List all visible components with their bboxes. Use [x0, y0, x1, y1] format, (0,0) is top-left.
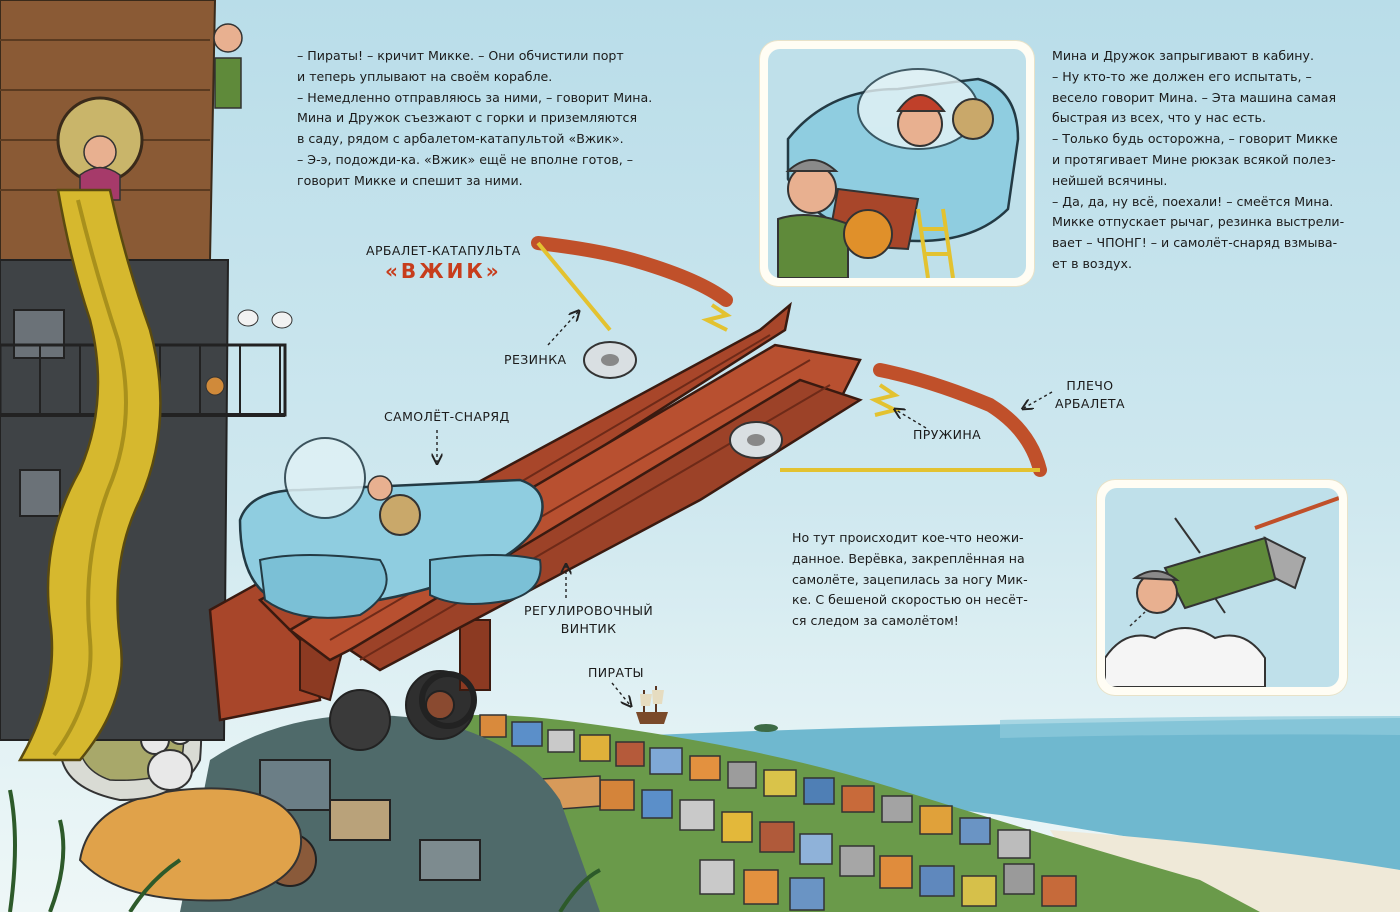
label-adjust-screw: Регулировочный винтик: [524, 602, 653, 638]
label-pirates: Пираты: [588, 665, 644, 680]
story-line: данное. Верёвка, закреплённая на: [792, 550, 1025, 566]
story-line: – Немедленно отправляюсь за ними, – гово…: [297, 89, 653, 105]
story-line: нейшей всячины.: [1052, 172, 1168, 188]
story-line: Мина и Дружок запрыгивают в кабину.: [1052, 48, 1314, 63]
label-arm-line2: арбалета: [1055, 396, 1125, 411]
inset-panel-flying: [1097, 480, 1347, 695]
story-paragraph-top-right: Мина и Дружок запрыгивают в кабину. – Ну…: [1052, 46, 1344, 275]
story-paragraph-top-left: – Пираты! – кричит Микке. – Они обчистил…: [297, 46, 652, 192]
orange-rock: [78, 787, 303, 902]
story-line: Мина и Дружок съезжают с горки и приземл…: [297, 110, 638, 126]
story-line: говорит Микке и спешит за ними.: [297, 172, 523, 188]
label-catapult-caption: Арбалет-катапульта: [366, 243, 521, 258]
story-line: весело говорит Мина. – Эта машина самая: [1052, 89, 1337, 105]
label-catapult: Арбалет-катапульта «Вжик»: [366, 242, 521, 283]
story-line: – Пираты! – кричит Микке. – Они обчистил…: [297, 48, 624, 63]
story-line: ет в воздух.: [1052, 255, 1132, 271]
story-line: – Ну кто-то же должен его испытать, –: [1052, 68, 1312, 84]
label-arm-line1: Плечо: [1066, 378, 1114, 393]
label-catapult-name: «Вжик»: [385, 259, 502, 283]
inset-flying-art: [1105, 488, 1339, 687]
story-line: в саду, рядом с арбалетом-катапультой «В…: [297, 131, 624, 147]
story-line: ке. С бешеной скоростью он несёт-: [792, 592, 1028, 608]
story-line: и теперь уплывают на своём корабле.: [297, 68, 553, 84]
slide: [17, 188, 162, 762]
story-line: и протягивает Мине рюкзак всякой полез-: [1052, 151, 1336, 167]
story-line: вает – ЧПОНГ! – и самолёт-снаряд взмыва-: [1052, 235, 1338, 251]
story-line: – Э-э, подожди-ка. «Вжик» ещё не вполне …: [297, 151, 634, 167]
inset-panel-cockpit: [760, 41, 1034, 286]
story-line: – Только будь осторожна, – говорит Микке: [1052, 131, 1338, 147]
pirate-ship: [636, 686, 668, 724]
story-line: самолёте, зацепилась за ногу Мик-: [792, 571, 1028, 587]
label-screw-line2: винтик: [560, 621, 617, 636]
story-paragraph-middle: Но тут происходит кое-что неожи- данное.…: [792, 528, 1028, 632]
story-line: – Да, да, ну всё, поехали! – смеётся Мин…: [1052, 193, 1334, 209]
inset-cockpit-art: [768, 49, 1026, 278]
plane-projectile: [238, 437, 544, 619]
story-line: быстрая из всех, что у нас есть.: [1052, 110, 1266, 126]
story-line: Микке отпускает рычаг, резинка выстрели-: [1052, 214, 1345, 230]
story-line: Но тут происходит кое-что неожи-: [792, 530, 1024, 545]
story-line: ся следом за самолётом!: [792, 613, 959, 629]
label-spring: Пружина: [913, 427, 982, 442]
label-screw-line1: Регулировочный: [524, 603, 654, 618]
label-rubber: Резинка: [504, 352, 567, 367]
label-plane: Самолёт-снаряд: [384, 409, 510, 424]
label-crossbow-arm: Плечо арбалета: [1055, 377, 1125, 413]
